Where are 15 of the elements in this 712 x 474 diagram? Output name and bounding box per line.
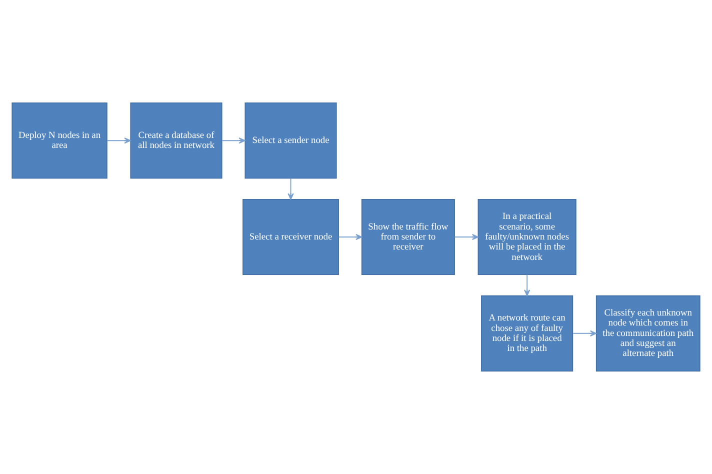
node-box: Classify each unknown node which comes in the communication path and suggest an alternate path — [596, 295, 700, 372]
arrow — [524, 274, 530, 296]
node-box: Show the traffic flow from sender to receiver — [361, 198, 455, 276]
arrow — [288, 178, 294, 200]
node-box: A network route can chose any of faulty node if it is placed in the path — [481, 295, 574, 372]
arrow — [572, 330, 597, 336]
arrow — [222, 138, 246, 144]
node-box: Deploy N nodes in an area — [12, 102, 108, 179]
node-box: Create a database of all nodes in network — [130, 102, 222, 179]
node-box: Select a receiver node — [242, 198, 339, 276]
node-box: In a practical scenario, some faulty/unknown nodes will be placed in the network — [478, 198, 576, 276]
arrow — [338, 234, 362, 240]
arrow — [106, 138, 131, 144]
node-box: Select a sender node — [244, 102, 337, 179]
arrow — [454, 234, 479, 240]
